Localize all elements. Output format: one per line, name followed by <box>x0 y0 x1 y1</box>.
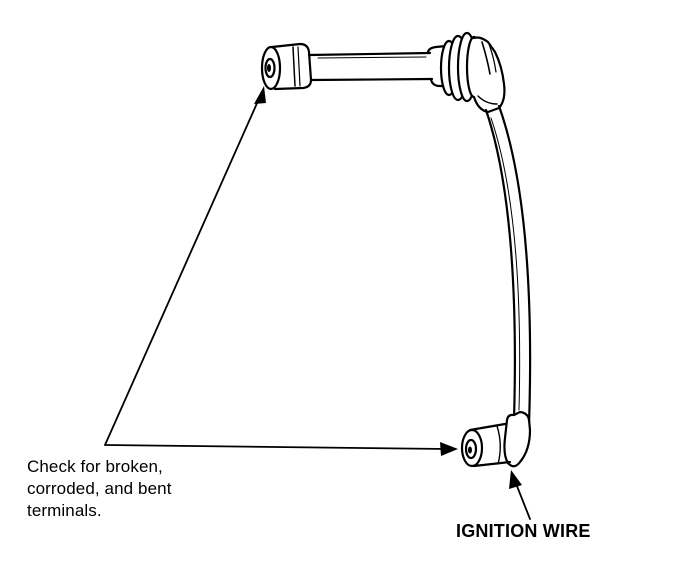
ignition-wire-label: IGNITION WIRE <box>456 521 591 541</box>
top-terminal-boot <box>260 42 313 91</box>
right-boot <box>426 31 506 114</box>
leader-to-bottom-terminal <box>104 444 449 450</box>
leader-to-top-terminal <box>104 91 263 446</box>
curved-wire <box>484 104 532 427</box>
horizontal-wire <box>307 51 434 82</box>
arrowhead-wire-label <box>509 470 522 489</box>
callout-text-line-2: corroded, and bent <box>27 479 172 498</box>
callout-text-line-1: Check for broken, <box>27 457 163 476</box>
callout-text-line-3: terminals. <box>27 501 102 520</box>
arrowhead-top-terminal <box>254 86 266 104</box>
arrowheads <box>254 86 522 489</box>
bottom-terminal-boot <box>460 410 532 468</box>
arrowhead-bottom-terminal <box>440 442 458 456</box>
